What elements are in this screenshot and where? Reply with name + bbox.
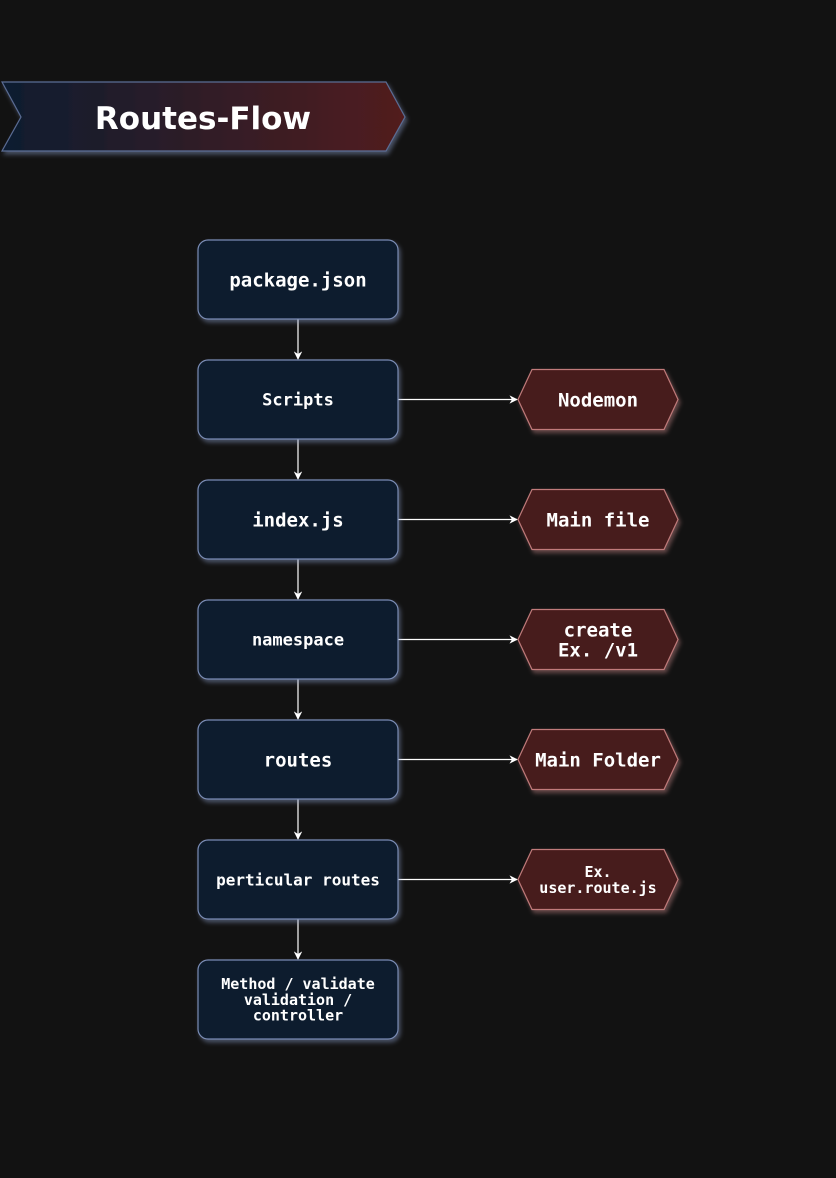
title-banner-shape	[0, 81, 406, 152]
flow-step-label: Method / validate	[221, 975, 375, 993]
flow-step-label: index.js	[252, 509, 344, 531]
side-note-hexagon	[517, 728, 679, 791]
flow-step-box	[197, 599, 399, 680]
side-note-label: Ex.	[584, 863, 611, 881]
side-note-hexagon	[517, 608, 679, 671]
flow-step-box	[197, 359, 399, 440]
side-note-label: user.route.js	[539, 879, 656, 897]
flow-step-particular-routes: perticular routes	[197, 839, 399, 920]
flow-step-label: namespace	[252, 631, 344, 651]
side-note-label: Nodemon	[558, 389, 638, 411]
title-banner: Routes-Flow	[0, 81, 406, 152]
flow-step-label: perticular routes	[216, 870, 380, 889]
side-note-user-route: Ex.user.route.js	[517, 848, 679, 911]
flow-step-routes: routes	[197, 719, 399, 800]
side-note-nodemon: Nodemon	[517, 368, 679, 431]
flow-step-label: validation /	[244, 991, 352, 1009]
flow-step-label: routes	[264, 749, 333, 771]
flow-step-index-js: index.js	[197, 479, 399, 560]
flow-step-box	[197, 719, 399, 800]
flow-step-scripts: Scripts	[197, 359, 399, 440]
side-note-hexagon	[517, 368, 679, 431]
flow-step-package-json: package.json	[197, 239, 399, 320]
side-note-hexagon	[517, 848, 679, 911]
flow-step-box	[197, 959, 399, 1040]
flow-step-namespace: namespace	[197, 599, 399, 680]
connectors	[293, 319, 518, 960]
side-note-hexagon	[517, 488, 679, 551]
side-note-label: Main file	[547, 509, 650, 531]
side-note-label: create	[564, 619, 633, 641]
flow-step-box	[197, 839, 399, 920]
side-note-label: Main Folder	[535, 749, 661, 771]
side-note-main-folder: Main Folder	[517, 728, 679, 791]
flow-step-box	[197, 479, 399, 560]
page-title: Routes-Flow	[95, 101, 311, 137]
flow-step-label: controller	[253, 1007, 343, 1025]
flow-step-label: Scripts	[262, 391, 334, 411]
side-note-main-file: Main file	[517, 488, 679, 551]
flow-step-label: package.json	[229, 269, 366, 291]
side-note-label: Ex. /v1	[558, 639, 638, 661]
flow-step-box	[197, 239, 399, 320]
